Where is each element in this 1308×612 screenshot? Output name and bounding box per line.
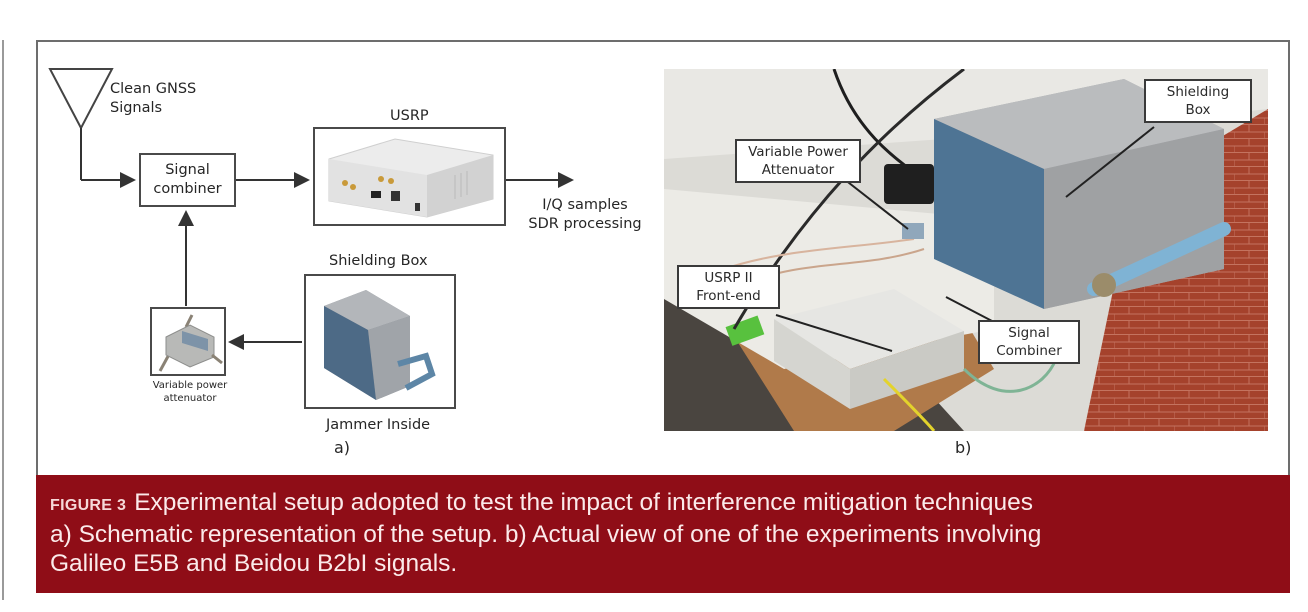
callout-shielding-box: Shielding Box — [1144, 79, 1252, 123]
output-label-line: SDR processing — [528, 216, 642, 232]
attenuator-image — [150, 307, 226, 376]
callout-usrp: USRP II Front-end — [677, 265, 780, 309]
callout-line: Attenuator — [761, 162, 835, 178]
antenna-icon — [48, 68, 114, 131]
shielding-box-image — [304, 274, 456, 409]
output-label: I/Q samples SDR processing — [515, 196, 655, 234]
antenna-label-line: Signals — [110, 100, 163, 116]
callout-line: Signal — [1008, 325, 1050, 341]
attenuator-icon — [158, 314, 223, 372]
photo-illustration — [664, 69, 1268, 431]
signal-combiner-box: Signal combiner — [139, 153, 236, 207]
usrp-image — [313, 127, 506, 226]
attenuator-label: Variable power attenuator — [140, 379, 240, 405]
panel-b-tag: b) — [955, 438, 972, 457]
shielding-box-icon — [324, 290, 436, 400]
jammer-label: Jammer Inside — [326, 417, 431, 433]
caption-line: FIGURE 3 Experimental setup adopted to te… — [50, 488, 1276, 520]
figure-caption: FIGURE 3 Experimental setup adopted to te… — [36, 475, 1290, 593]
callout-signal-combiner: Signal Combiner — [978, 320, 1080, 364]
antenna-label: Clean GNSS Signals — [110, 80, 196, 118]
experiment-photo: Variable Power Attenuator Shielding Box … — [664, 69, 1268, 431]
attenuator-label-line: attenuator — [163, 393, 217, 404]
callout-line: Front-end — [696, 288, 761, 304]
shielding-box-title: Shielding Box — [329, 253, 428, 269]
usrp-title: USRP — [390, 108, 429, 124]
antenna-label-line: Clean GNSS — [110, 81, 197, 97]
callout-line: Combiner — [996, 343, 1062, 359]
callout-line: USRP II — [704, 270, 753, 286]
caption-line: Galileo E5B and Beidou B2bI signals. — [50, 550, 458, 577]
callout-line: Shielding — [1166, 84, 1230, 100]
panel-a-tag: a) — [334, 438, 351, 457]
callout-attenuator: Variable Power Attenuator — [735, 139, 861, 183]
page-margin-rule — [2, 40, 4, 600]
caption-text: Experimental setup adopted to test the i… — [134, 489, 1034, 516]
signal-combiner-line: combiner — [153, 181, 222, 197]
output-label-line: I/Q samples — [542, 197, 628, 213]
callout-line: Variable Power — [748, 144, 848, 160]
figure-label: FIGURE 3 — [50, 497, 127, 514]
signal-combiner-line: Signal — [165, 162, 210, 178]
callout-line: Box — [1185, 102, 1211, 118]
caption-line: a) Schematic representation of the setup… — [50, 521, 1042, 548]
attenuator-label-line: Variable power — [152, 380, 228, 391]
usrp-device-icon — [328, 138, 494, 218]
